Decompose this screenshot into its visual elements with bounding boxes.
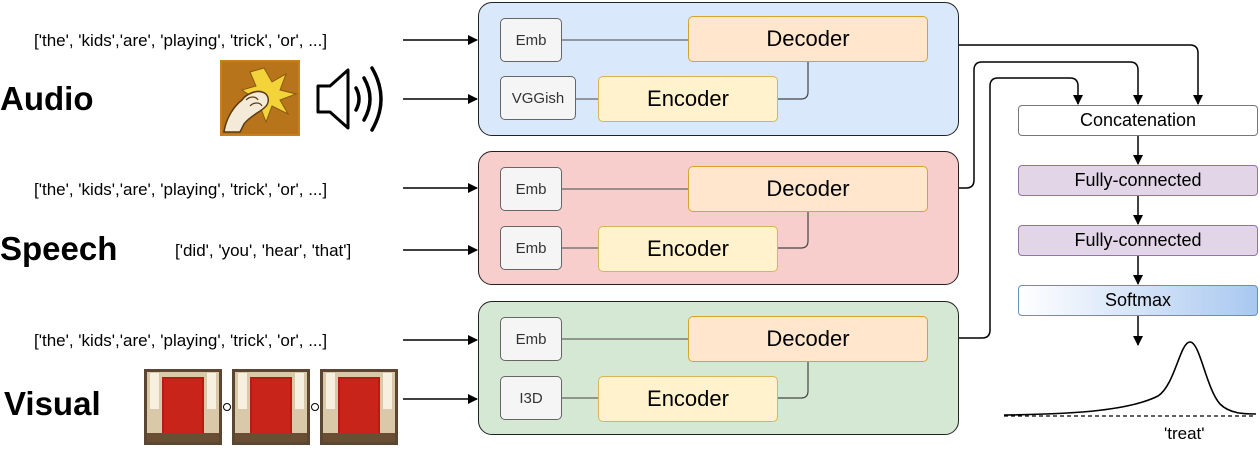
speech-to-concat-path [959,61,1143,189]
visual-emb-box: Emb [500,317,562,361]
audio-decoder-box: Decoder [688,16,928,62]
knocking-fist-icon [220,60,300,136]
speaker-icon [316,66,383,132]
speech-encoder-box: Encoder [598,226,778,272]
softmax-box: Softmax [1018,285,1258,316]
audio-to-concat-path [959,44,1203,105]
audio-modality-label: Audio [0,80,94,117]
speech-input-emb-box: Emb [500,226,562,270]
speech-caption-sequence: ['the', 'kids','are', 'playing', 'trick'… [34,180,328,199]
audio-vggish-box: VGGish [500,76,576,120]
visual-i3d-box: I3D [500,376,562,420]
visual-encoder-box: Encoder [598,376,778,422]
fully-connected-1-box: Fully-connected [1018,165,1258,196]
speech-emb-box: Emb [500,167,562,211]
audio-encoder-box: Encoder [598,76,778,122]
output-distribution-curve [1003,341,1257,416]
visual-decoder-box: Decoder [688,316,928,362]
visual-caption-sequence: ['the', 'kids','are', 'playing', 'trick'… [34,331,328,350]
output-token-label: 'treat' [1164,424,1205,443]
speech-input-sequence: ['did', 'you', 'hear', 'that'] [175,241,352,260]
audio-caption-sequence: ['the', 'kids','are', 'playing', 'trick'… [34,31,328,50]
audio-emb-box: Emb [500,18,562,62]
speech-modality-label: Speech [0,230,118,267]
fully-connected-2-box: Fully-connected [1018,225,1258,256]
visual-to-concat-path [959,77,1083,339]
visual-modality-label: Visual [4,385,101,422]
red-door-frame-image [144,369,398,445]
concatenation-box: Concatenation [1018,105,1258,136]
speech-decoder-box: Decoder [688,166,928,212]
